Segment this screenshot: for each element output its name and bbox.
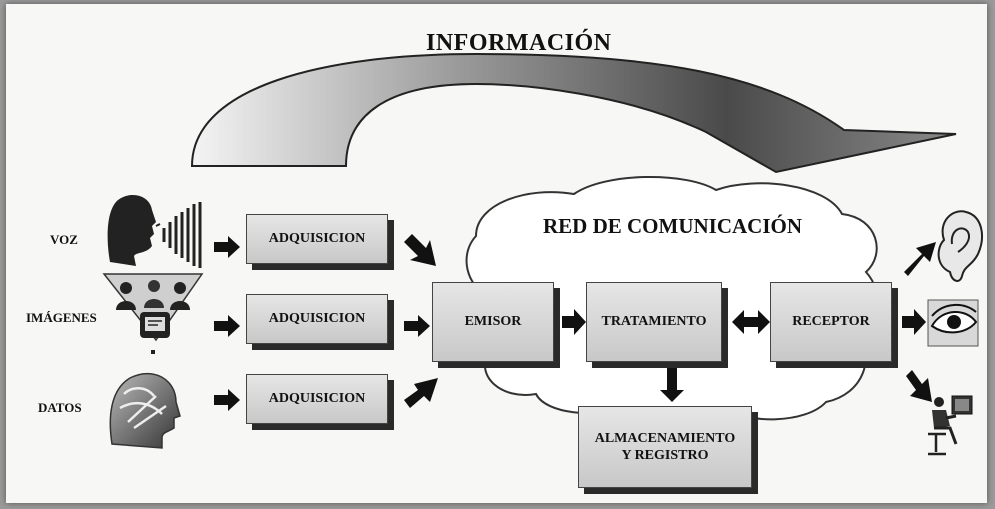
video-meeting-icon <box>102 273 204 354</box>
acquisition-to-emitter-arrows <box>404 234 438 408</box>
ear-icon <box>937 210 983 282</box>
source-to-acquisition-arrows <box>214 236 240 411</box>
computer-user-icon <box>928 395 973 456</box>
receiver-to-output-arrows <box>902 242 936 402</box>
emitter-box: EMISOR <box>432 282 554 362</box>
storage-label-line2: Y REGISTRO <box>621 448 709 463</box>
storage-box: ALMACENAMIENTO Y REGISTRO <box>578 406 752 488</box>
receiver-label: RECEPTOR <box>792 314 870 330</box>
acquisition-box-imagenes: ADQUISICION <box>246 294 388 344</box>
processing-box: TRATAMIENTO <box>586 282 722 362</box>
acquisition-label: ADQUISICION <box>268 391 366 407</box>
information-arc-arrow <box>190 52 957 174</box>
storage-label-line1: ALMACENAMIENTO <box>594 430 736 446</box>
processing-receiver-double-arrow <box>732 310 770 334</box>
acquisition-box-voz: ADQUISICION <box>246 214 388 264</box>
processing-storage-double-arrow <box>660 350 684 402</box>
acquisition-label: ADQUISICION <box>268 311 366 327</box>
acquisition-box-datos: ADQUISICION <box>246 374 388 424</box>
processing-label: TRATAMIENTO <box>601 314 707 330</box>
brain-head-icon <box>109 372 181 449</box>
receiver-box: RECEPTOR <box>770 282 892 362</box>
diagram-title: INFORMACIÓN <box>426 30 612 56</box>
eye-icon <box>927 299 979 347</box>
emitter-label: EMISOR <box>464 314 522 330</box>
source-label-voz: VOZ <box>50 232 78 247</box>
emitter-to-processing-arrow <box>562 309 586 335</box>
acquisition-label: ADQUISICION <box>268 231 366 247</box>
diagram-frame: INFORMACIÓN RED DE COMUNICACIÓN VOZ IMÁG… <box>6 4 987 503</box>
diagram-graphics <box>102 52 983 456</box>
speaking-head-icon <box>107 195 202 268</box>
storage-text: ALMACENAMIENTO Y REGISTRO <box>595 430 736 465</box>
source-label-imagenes: IMÁGENES <box>26 310 97 325</box>
network-label: RED DE COMUNICACIÓN <box>543 214 803 238</box>
source-label-datos: DATOS <box>38 400 82 415</box>
